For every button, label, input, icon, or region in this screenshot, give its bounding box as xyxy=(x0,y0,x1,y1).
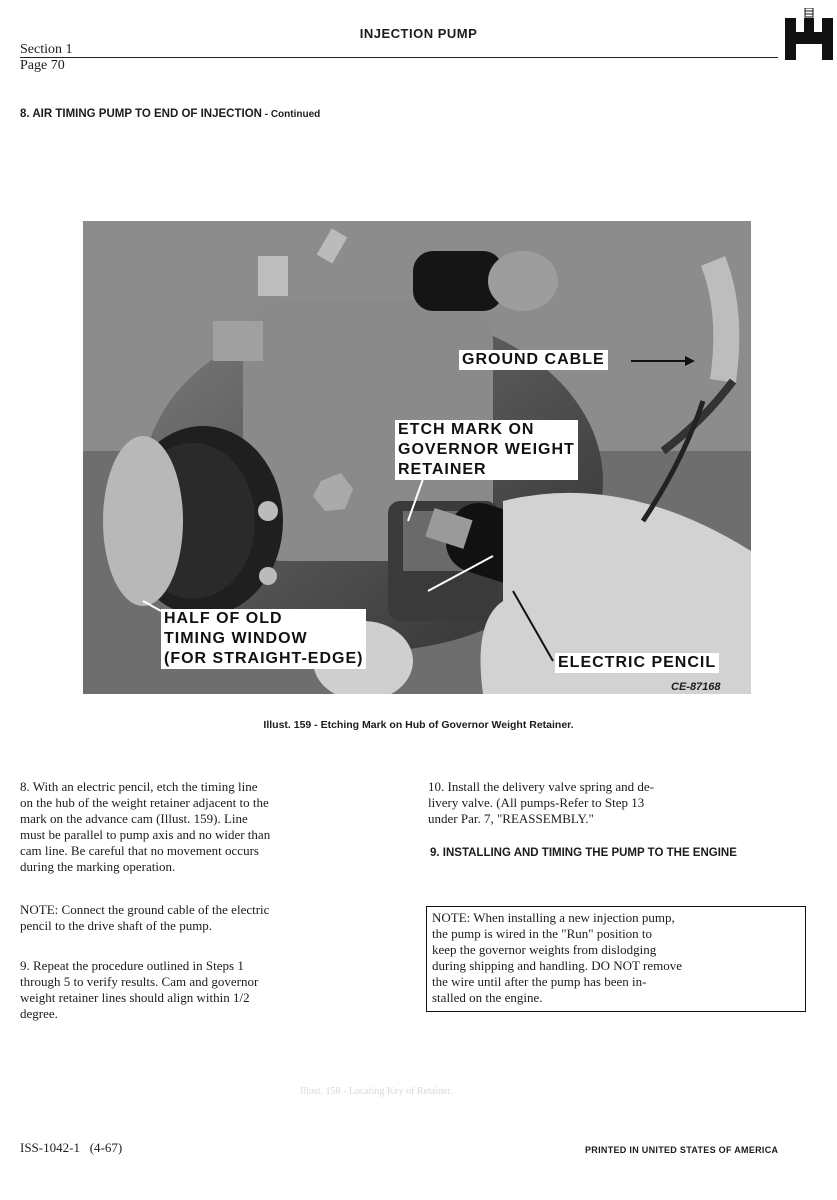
text-line: cam line. Be careful that no movement oc… xyxy=(20,843,259,858)
ground-cable-note: NOTE: Connect the ground cable of the el… xyxy=(20,902,410,934)
etch-mark-label: ETCH MARK ON GOVERNOR WEIGHT RETAINER xyxy=(395,420,578,480)
text-line: stalled on the engine. xyxy=(432,990,543,1005)
etch-mark-line: ETCH MARK ON xyxy=(398,421,535,438)
text-line: livery valve. (All pumps-Refer to Step 1… xyxy=(428,795,645,810)
footer-document-id: ISS-1042-1 (4-67) xyxy=(20,1140,123,1155)
page-label: Page 70 xyxy=(20,58,65,73)
electric-pencil-label: ELECTRIC PENCIL xyxy=(555,653,720,673)
section-heading: 8. AIR TIMING PUMP TO END OF INJECTION -… xyxy=(20,108,320,120)
etch-mark-line: RETAINER xyxy=(398,461,487,478)
text-line: during the marking operation. xyxy=(20,859,176,874)
pump-photograph: GROUND CABLE ETCH MARK ON GOVERNOR WEIGH… xyxy=(83,221,751,694)
section-label: Section 1 xyxy=(20,42,73,57)
photo-code: CE-87168 xyxy=(671,681,721,693)
ground-cable-label: GROUND CABLE xyxy=(459,350,608,370)
etch-mark-line: GOVERNOR WEIGHT xyxy=(398,441,575,458)
text-line: NOTE: When installing a new injection pu… xyxy=(432,910,675,925)
header-rule xyxy=(20,57,778,58)
text-line: the pump is wired in the "Run" position … xyxy=(432,926,653,941)
section-9-heading: 9. INSTALLING AND TIMING THE PUMP TO THE… xyxy=(430,847,737,859)
step-8-paragraph: 8. With an electric pencil, etch the tim… xyxy=(20,779,410,875)
text-line: NOTE: Connect the ground cable of the el… xyxy=(20,902,270,917)
half-window-line: TIMING WINDOW xyxy=(164,630,308,647)
text-line: on the hub of the weight retainer adjace… xyxy=(20,795,269,810)
section-heading-continued: - Continued xyxy=(261,109,321,120)
text-line: through 5 to verify results. Cam and gov… xyxy=(20,974,259,989)
text-line: pencil to the drive shaft of the pump. xyxy=(20,918,213,933)
footer-printed-in: PRINTED IN UNITED STATES OF AMERICA xyxy=(585,1145,779,1155)
half-timing-window-label: HALF OF OLD TIMING WINDOW (FOR STRAIGHT-… xyxy=(161,609,367,669)
boxed-note: NOTE: When installing a new injection pu… xyxy=(426,906,806,1012)
text-line: must be parallel to pump axis and no wid… xyxy=(20,827,271,842)
header-title: INJECTION PUMP xyxy=(359,26,478,41)
half-window-line: HALF OF OLD xyxy=(164,610,283,627)
text-line: under Par. 7, "REASSEMBLY." xyxy=(428,811,594,826)
text-line: weight retainer lines should align withi… xyxy=(20,990,250,1005)
text-line: degree. xyxy=(20,1006,58,1021)
text-line: 10. Install the delivery valve spring an… xyxy=(428,779,654,794)
illustration-caption: Illust. 159 - Etching Mark on Hub of Gov… xyxy=(263,719,574,731)
pump-photo-drawing xyxy=(83,221,751,694)
half-window-line: (FOR STRAIGHT-EDGE) xyxy=(164,650,364,667)
text-line: the wire until after the pump has been i… xyxy=(432,974,647,989)
step-9-paragraph: 9. Repeat the procedure outlined in Step… xyxy=(20,958,410,1022)
text-line: 9. Repeat the procedure outlined in Step… xyxy=(20,958,244,973)
bleed-through-text: Illust. 158 - Locating Key of Retainer. xyxy=(300,1086,453,1097)
text-line: mark on the advance cam (Illust. 159). L… xyxy=(20,811,248,826)
section-heading-main: 8. AIR TIMING PUMP TO END OF INJECTION xyxy=(20,108,262,120)
step-10-paragraph: 10. Install the delivery valve spring an… xyxy=(428,779,808,827)
ih-logo xyxy=(785,7,833,62)
text-line: during shipping and handling. DO NOT rem… xyxy=(432,958,682,973)
text-line: keep the governor weights from dislodgin… xyxy=(432,942,657,957)
text-line: 8. With an electric pencil, etch the tim… xyxy=(20,779,258,794)
